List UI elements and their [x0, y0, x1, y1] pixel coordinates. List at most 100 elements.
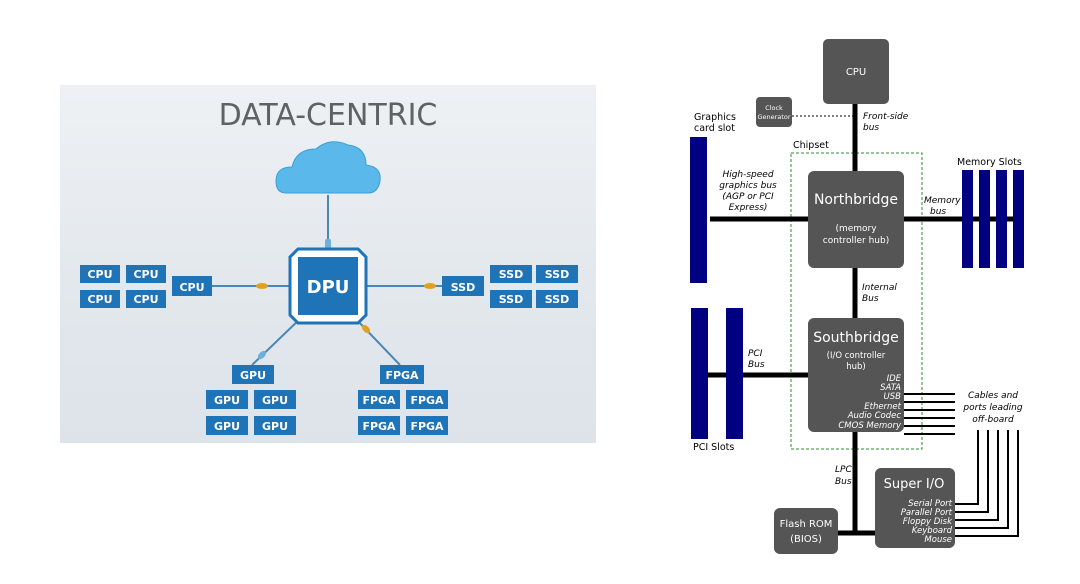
data-centric-diagram: DATA-CENTRIC DPU [80, 98, 578, 435]
ssd-grid-box [536, 265, 578, 283]
super-io-label: Super I/O [884, 477, 945, 492]
southbridge-item: Audio Codec [847, 411, 902, 421]
clock-generator-label: Clock [765, 104, 783, 112]
graphics-card-slot-label: Graphics [694, 112, 736, 123]
gpu-grid-label: GPU [214, 420, 240, 433]
memory-slots-label: Memory Slots [957, 157, 1022, 168]
high-speed-bus-label: graphics bus [719, 181, 777, 191]
pci-bus-label: PCI [748, 349, 763, 359]
fpga-grid-box [406, 390, 448, 409]
data-centric-panel: DATA-CENTRIC DPU [60, 85, 596, 443]
connector-cloud [325, 239, 331, 249]
memory-bus-label: Memory [924, 196, 961, 206]
connector-fpga [361, 324, 371, 334]
fpga-grid-label: FPGA [362, 420, 396, 433]
ssd-grid-box [490, 290, 532, 308]
cpu-grid-box [126, 265, 166, 283]
cpu-grid-box [80, 290, 120, 308]
super-io-item: Mouse [924, 535, 952, 545]
cpu-grid-label: CPU [87, 268, 112, 281]
fpga-grid-box [406, 416, 448, 435]
graphics-card-slot [690, 137, 707, 283]
ssd-grid-label: SSD [545, 293, 569, 306]
gpu-grid-label: GPU [262, 420, 288, 433]
clock-generator-label: Generator [757, 113, 790, 121]
fpga-grid-label: FPGA [410, 394, 444, 407]
cpu-grid-label: CPU [87, 293, 112, 306]
memory-slots [962, 170, 1024, 268]
cpu-grid-box [80, 265, 120, 283]
cpu-grid-label: CPU [133, 293, 158, 306]
connector-gpu [257, 350, 267, 360]
memory-slot [962, 170, 973, 268]
gpu-grid-label: GPU [214, 394, 240, 407]
flash-rom-chip [774, 508, 838, 554]
fpga-grid-label: FPGA [410, 420, 444, 433]
ssd-grid-label: SSD [499, 268, 523, 281]
fpga-node [380, 365, 424, 384]
gpu-grid-box [206, 390, 248, 409]
super-io-chip [875, 468, 955, 548]
buses [705, 100, 1020, 536]
high-speed-bus-label: (AGP or PCI [722, 192, 774, 202]
front-side-bus-label: bus [863, 123, 879, 133]
northbridge-chip [808, 171, 904, 268]
northbridge-sub: (memory [835, 224, 877, 234]
southbridge-item: CMOS Memory [838, 421, 902, 431]
gpu-node-label: GPU [240, 369, 266, 382]
fpga-node-label: FPGA [385, 369, 419, 382]
southbridge-chip [808, 318, 904, 432]
cables-label: ports leading [962, 403, 1022, 413]
flash-rom-label: (BIOS) [790, 534, 822, 545]
gpu-grid-box [206, 416, 248, 435]
ssd-node [442, 276, 484, 296]
pci-slot [691, 308, 708, 439]
southbridge-sub: (I/O controller [827, 351, 886, 361]
gpu-grid-box [254, 390, 296, 409]
southbridge-sub: hub) [846, 362, 866, 372]
cpu-node-label: CPU [179, 281, 204, 294]
high-speed-bus-label: High-speed [722, 170, 773, 180]
clock-generator [756, 97, 792, 127]
southbridge-item: IDE [887, 374, 902, 384]
connector-ssd [424, 283, 436, 289]
super-io-item: Keyboard [912, 526, 953, 536]
fpga-grid-label: FPGA [362, 394, 396, 407]
dpu-label: DPU [307, 277, 350, 298]
ssd-grid-label: SSD [545, 268, 569, 281]
southbridge-item: Ethernet [864, 402, 901, 412]
southbridge-label: Southbridge [813, 330, 899, 346]
fpga-grid-box [358, 390, 400, 409]
gpu-grid-box [254, 416, 296, 435]
connectors [256, 239, 436, 360]
super-io-item: Serial Port [908, 499, 953, 509]
pci-slot [726, 308, 743, 439]
pci-bus-label: Bus [748, 360, 765, 370]
off-board-cables [904, 393, 1019, 537]
fpga-grid-box [358, 416, 400, 435]
southbridge-item: SATA [880, 383, 901, 393]
memory-slot [979, 170, 990, 268]
data-centric-title: DATA-CENTRIC [219, 98, 438, 133]
cpu-chip [823, 39, 889, 104]
gpu-grid-label: GPU [262, 394, 288, 407]
super-io-item: Parallel Port [901, 508, 953, 518]
dpu-chip-icon [288, 247, 368, 325]
southbridge-item: USB [884, 392, 902, 402]
front-side-bus-label: Front-side [863, 112, 909, 122]
memory-bus-label: bus [930, 207, 946, 217]
cables-label: Cables and [968, 391, 1018, 401]
cpu-grid-label: CPU [133, 268, 158, 281]
gpu-node [232, 365, 274, 384]
pci-slots-label: PCI Slots [693, 442, 734, 453]
high-speed-bus-label: Express) [729, 203, 768, 213]
connector-cpu [256, 283, 268, 289]
cloud-icon [275, 141, 381, 194]
ssd-grid-label: SSD [499, 293, 523, 306]
graphics-card-slot-label: card slot [694, 123, 735, 134]
lpc-bus-label: LPC [835, 465, 852, 475]
cpu-node [172, 276, 212, 296]
cables-label: off-board [972, 415, 1014, 425]
ssd-node-label: SSD [451, 281, 475, 294]
